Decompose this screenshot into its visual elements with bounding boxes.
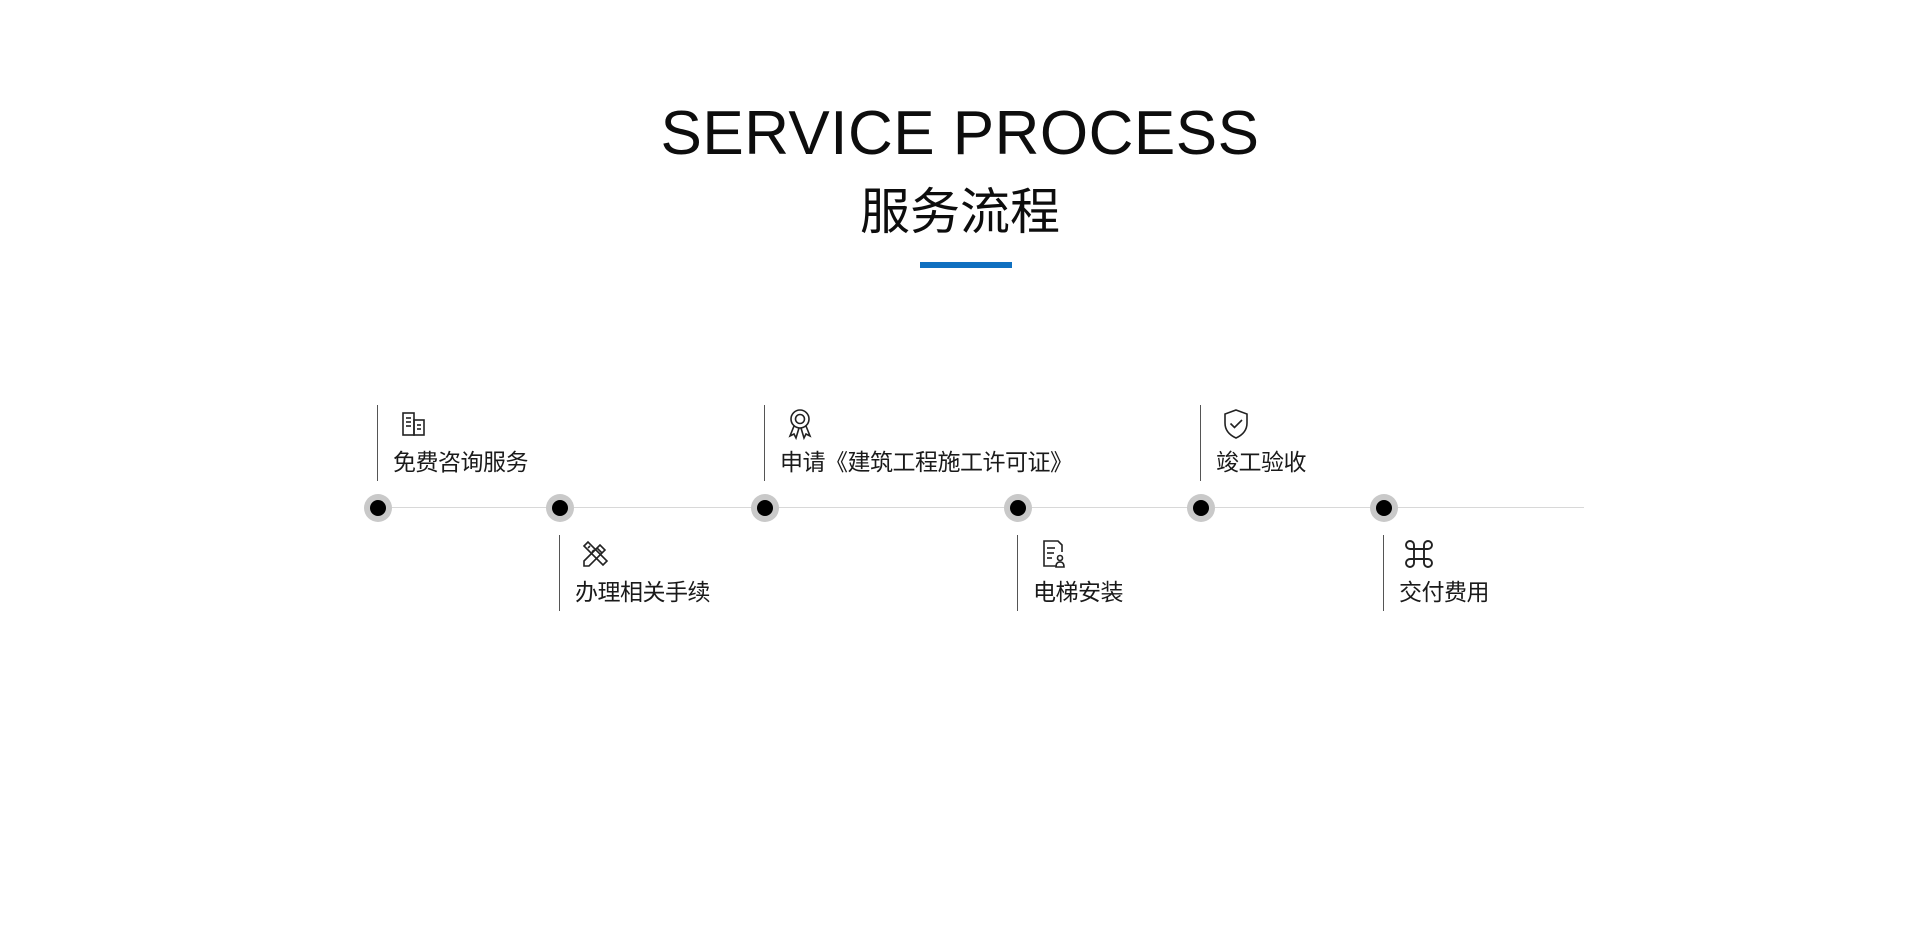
process-step-label: 电梯安装 (1033, 580, 1124, 606)
pencil-ruler-icon (578, 537, 612, 571)
process-step-4: 电梯安装 (1017, 535, 1124, 611)
timeline-dot-4 (1004, 494, 1032, 522)
process-step-label: 竣工验收 (1216, 450, 1307, 476)
process-step-label: 申请《建筑工程施工许可证》 (780, 450, 1073, 476)
timeline-dot-2 (546, 494, 574, 522)
title-underline-accent (920, 262, 1012, 268)
process-step-label: 交付费用 (1399, 580, 1490, 606)
command-icon (1402, 537, 1436, 571)
award-badge-icon (783, 407, 817, 441)
process-step-3: 申请《建筑工程施工许可证》 (764, 405, 1073, 481)
timeline-dot-1 (364, 494, 392, 522)
document-user-icon (1036, 537, 1070, 571)
building-icon (396, 407, 430, 441)
shield-check-icon (1219, 407, 1253, 441)
timeline-dot-3 (751, 494, 779, 522)
timeline-dot-5 (1187, 494, 1215, 522)
section-title-en: SERVICE PROCESS (660, 99, 1260, 168)
timeline-dot-6 (1370, 494, 1398, 522)
process-step-2: 办理相关手续 (559, 535, 711, 611)
process-step-5: 竣工验收 (1200, 405, 1307, 481)
process-step-label: 办理相关手续 (575, 580, 711, 606)
timeline-line (378, 507, 1584, 508)
process-step-1: 免费咨询服务 (377, 405, 529, 481)
process-step-label: 免费咨询服务 (393, 450, 529, 476)
process-step-6: 交付费用 (1383, 535, 1490, 611)
section-title-cn: 服务流程 (860, 183, 1060, 241)
